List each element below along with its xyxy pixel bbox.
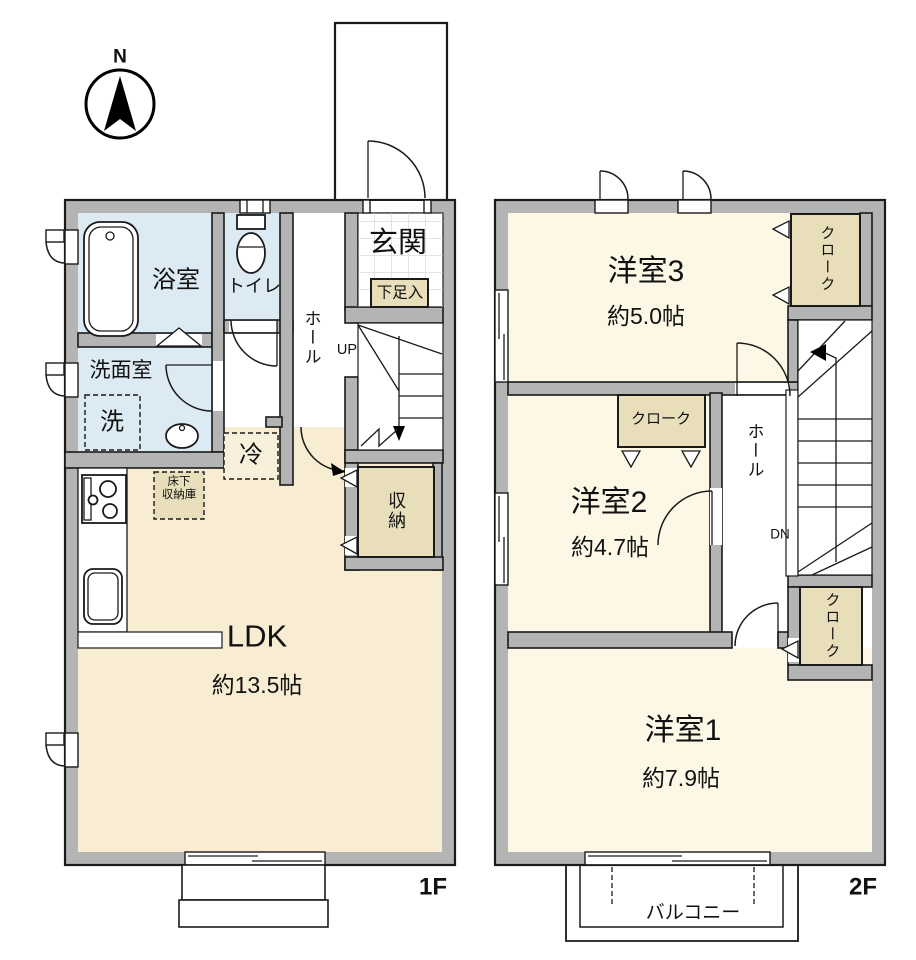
underfloor-storage-box (153, 471, 205, 520)
ldk-door-arc (300, 426, 346, 476)
label-room1-area: 約7.9帖 (642, 765, 720, 792)
label-room2: 洋室2 (570, 486, 648, 520)
room3-door-arc (736, 342, 791, 397)
label-stairs-down: DN (770, 526, 790, 542)
label-room2-area: 約4.7帖 (571, 534, 649, 561)
stairs-up-1f (357, 322, 444, 451)
washbasin-icon (165, 423, 199, 449)
window-ldk-left (45, 732, 79, 768)
label-ldk: LDK (226, 618, 288, 654)
refrigerator-box (223, 432, 279, 480)
label-room3-area: 約5.0帖 (607, 303, 685, 330)
porch-steps (178, 864, 329, 928)
closet-room2-box (617, 394, 706, 448)
storage-open-arrow-bottom (339, 535, 358, 556)
label-closet-room1: クローク (823, 592, 841, 660)
closet3-open-arrow-bottom (771, 285, 790, 306)
label-room1: 洋室1 (644, 714, 722, 748)
entry-porch (333, 21, 449, 199)
window-bath-left (45, 229, 79, 265)
floor2-plan (493, 170, 887, 942)
stairs-down-2f (797, 319, 873, 576)
label-washing-machine: 洗 (100, 408, 124, 436)
washroom-door-arc (165, 364, 213, 412)
toilet-icon (236, 214, 266, 274)
bathtub-icon (83, 221, 139, 337)
bath-folding-door (155, 327, 203, 347)
label-hall-2f: ホール (744, 422, 764, 480)
window-toilet-top (239, 199, 271, 214)
label-floor1: 1F (418, 873, 448, 901)
floor1-plan (45, 21, 457, 928)
storage-box (357, 466, 435, 558)
closet2-open-arrow-right (680, 450, 702, 469)
window-washroom-left (45, 362, 79, 398)
closet-room1-box (799, 586, 863, 666)
label-storage: 収納 (386, 491, 407, 531)
closet-room3-box (790, 213, 861, 307)
stair-banister (785, 389, 799, 577)
kitchen-sink-icon (83, 568, 123, 625)
room2-door-arc (657, 490, 713, 546)
closet3-open-arrow-top (771, 219, 790, 240)
stove-icon (81, 474, 127, 524)
window-room3-top-left (594, 170, 629, 214)
label-balcony: バルコニー (645, 902, 741, 924)
compass-icon (84, 68, 156, 140)
label-room3: 洋室3 (607, 255, 685, 289)
closet1-open-arrow (780, 639, 799, 660)
label-bath: 浴室 (152, 266, 200, 294)
room1-door-arc (734, 602, 779, 647)
label-underfloor-storage: 床下 収納庫 (162, 476, 197, 502)
closet2-open-arrow-left (620, 450, 642, 469)
label-shoe-cabinet: 下足入 (376, 284, 424, 302)
room1 (508, 648, 872, 852)
sliding-door-room1-bottom (584, 851, 771, 866)
front-door-arc (362, 140, 432, 214)
label-closet-room2: クローク (630, 410, 692, 428)
storage-open-arrow-top (339, 468, 358, 489)
room3 (508, 213, 790, 382)
label-closet-room3: クローク (818, 225, 836, 293)
label-toilet: トイレ (227, 275, 281, 296)
label-washroom: 洗面室 (89, 359, 153, 383)
sliding-window-ldk-bottom (184, 851, 326, 866)
label-stairs-up: UP (336, 341, 358, 358)
label-floor2: 2F (848, 873, 878, 901)
balcony-rail (565, 864, 799, 942)
label-entrance: 玄関 (368, 226, 428, 259)
underfloor-line2: 収納庫 (161, 489, 197, 501)
toilet-door-arc (230, 319, 278, 367)
shoe-cabinet-box (370, 278, 429, 308)
washing-machine-box (84, 394, 141, 451)
label-ldk-area: 約13.5帖 (211, 672, 303, 699)
compass-north-label: N (113, 46, 127, 68)
label-refrigerator: 冷 (239, 441, 263, 469)
sliding-window-room2-left (494, 492, 509, 586)
window-room3-top-right (677, 170, 712, 214)
label-hall-1f: ホール (301, 309, 321, 367)
underfloor-line1: 床下 (167, 476, 191, 489)
sliding-window-room3-left (494, 289, 509, 383)
